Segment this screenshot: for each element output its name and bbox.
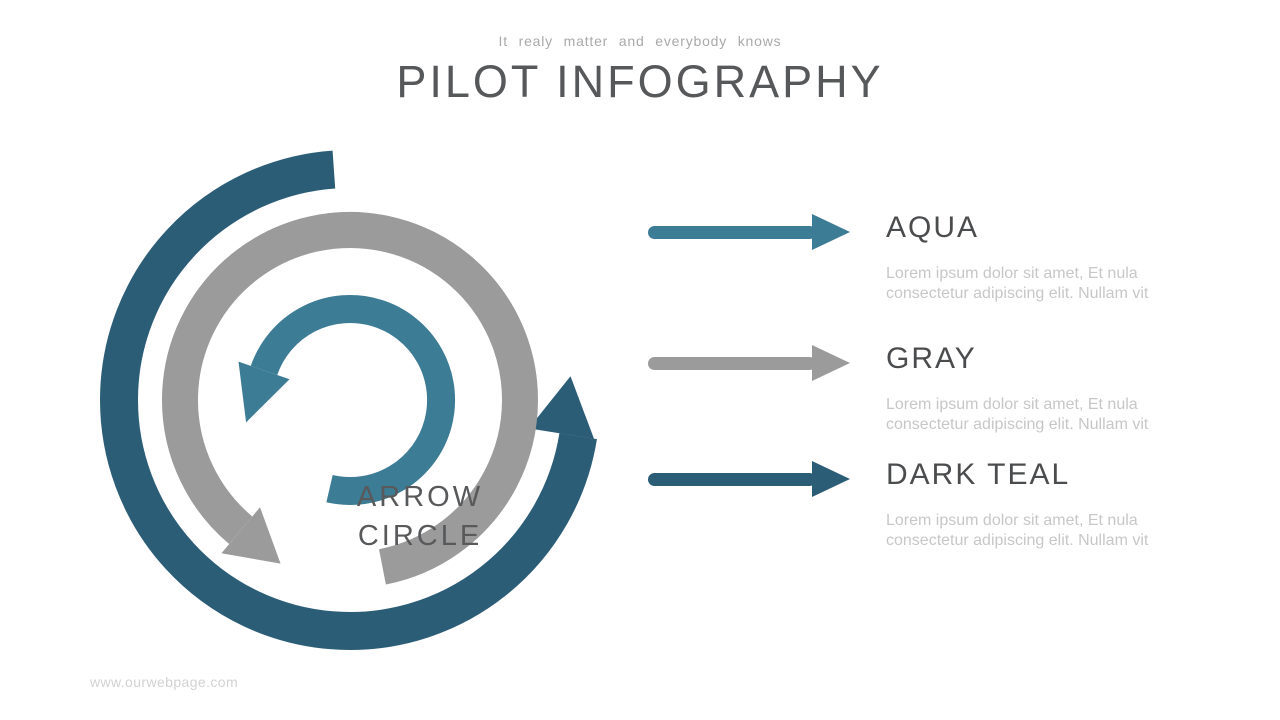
legend-description: Lorem ipsum dolor sit amet, Et nula cons… [886, 511, 1216, 550]
slide-subtitle: It realy matter and everybody knows [498, 33, 782, 49]
outer-arc-dark-teal [100, 150, 597, 650]
legend-item-dark-teal: DARK TEAL Lorem ipsum dolor sit amet, Et… [648, 458, 1248, 561]
legend-description-line2: consectetur adipiscing elit. Nullam vit [886, 284, 1149, 302]
gray-arrow-icon [812, 345, 850, 381]
legend-item-gray: GRAY Lorem ipsum dolor sit amet, Et nula… [648, 342, 1248, 445]
legend-item-aqua: AQUA Lorem ipsum dolor sit amet, Et nula… [648, 211, 1248, 314]
footer-website-url: www.ourwebpage.com [90, 674, 239, 690]
legend-description-line2: consectetur adipiscing elit. Nullam vit [886, 531, 1149, 549]
legend-description-line1: Lorem ipsum dolor sit amet, Et nula [886, 265, 1138, 282]
outer-arc-arrowhead-icon [528, 376, 594, 439]
page-title: PILOT INFOGRAPHY [396, 56, 884, 107]
dark-teal-arrow-icon [812, 461, 850, 497]
middle-arc-gray [162, 212, 538, 585]
legend-description-line2: consectetur adipiscing elit. Nullam vit [886, 415, 1149, 433]
legend-label: AQUA [886, 211, 980, 244]
diagram-center-label: ARROW CIRCLE [320, 478, 520, 556]
circular-arrows-svg [100, 150, 597, 650]
inner-arc-arrowhead-icon [238, 361, 290, 423]
aqua-arrow-shaft [648, 225, 816, 239]
gray-arrow-shaft [648, 356, 816, 370]
legend-description: Lorem ipsum dolor sit amet, Et nula cons… [886, 395, 1216, 434]
center-label-line1: ARROW [356, 481, 484, 513]
middle-arc-arrowhead-icon [221, 507, 281, 564]
inner-arc-aqua [250, 295, 456, 505]
dark-teal-arrow-shaft [648, 472, 816, 486]
legend-description-line1: Lorem ipsum dolor sit amet, Et nula [886, 396, 1138, 413]
arrow-circle-diagram: ARROW CIRCLE [70, 120, 630, 690]
aqua-arrow-icon [812, 214, 850, 250]
legend-description-line1: Lorem ipsum dolor sit amet, Et nula [886, 512, 1138, 529]
legend-label: DARK TEAL [886, 458, 1071, 491]
legend-label: GRAY [886, 342, 977, 375]
legend-description: Lorem ipsum dolor sit amet, Et nula cons… [886, 264, 1216, 303]
center-label-line2: CIRCLE [357, 520, 483, 552]
